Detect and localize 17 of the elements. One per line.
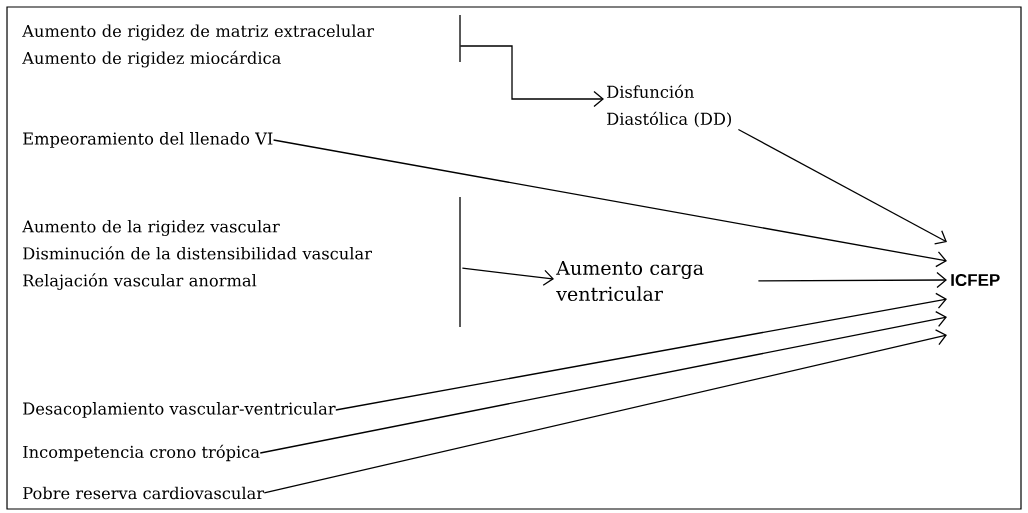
factor-text: Desacoplamiento vascular-ventricular	[23, 402, 336, 418]
factor-text: Aumento de rigidez de matriz extracelular Aumento de rigidez miocárdica	[22, 24, 374, 68]
arrow	[272, 139, 947, 268]
arrow	[737, 128, 947, 245]
arrow	[757, 271, 947, 289]
factor-text: Disfunción Diastólica (DD)	[607, 84, 731, 128]
factor-text: Aumento de la rigidez vascular Disminución de la distensibilidad vascular Relajación vascular anormal	[22, 220, 372, 290]
arrow	[459, 45, 604, 108]
outcome-text: ICFEP	[951, 273, 1000, 286]
arrow	[263, 329, 947, 494]
arrow	[335, 292, 947, 411]
factor-text: Aumento carga ventricular	[556, 260, 704, 302]
arrow	[259, 310, 947, 454]
factor-text: Empeoramiento del llenado VI	[23, 132, 273, 148]
factor-text: Pobre reserva cardiovascular	[23, 486, 265, 500]
arrow	[461, 267, 554, 286]
factor-text: Incompetencia crono trópica	[23, 444, 260, 462]
